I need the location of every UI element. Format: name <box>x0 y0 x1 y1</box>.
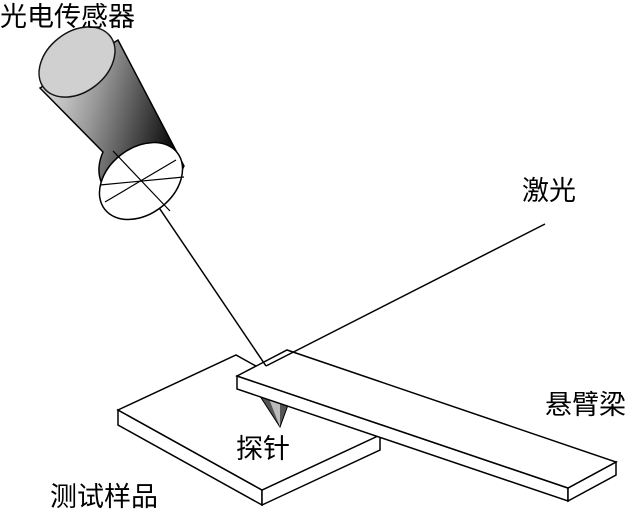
test-sample <box>116 354 382 507</box>
cantilever-label: 悬臂梁 <box>545 390 626 421</box>
laser-incident-beam <box>265 223 546 367</box>
sensor-label: 光电传感器 <box>0 2 135 33</box>
laser-label: 激光 <box>522 176 576 207</box>
photoelectric-sensor <box>38 26 185 221</box>
laser-reflected-beam <box>140 180 267 367</box>
sample-label: 测试样品 <box>50 482 158 513</box>
probe-label: 探针 <box>236 434 290 465</box>
cantilever <box>235 349 618 503</box>
